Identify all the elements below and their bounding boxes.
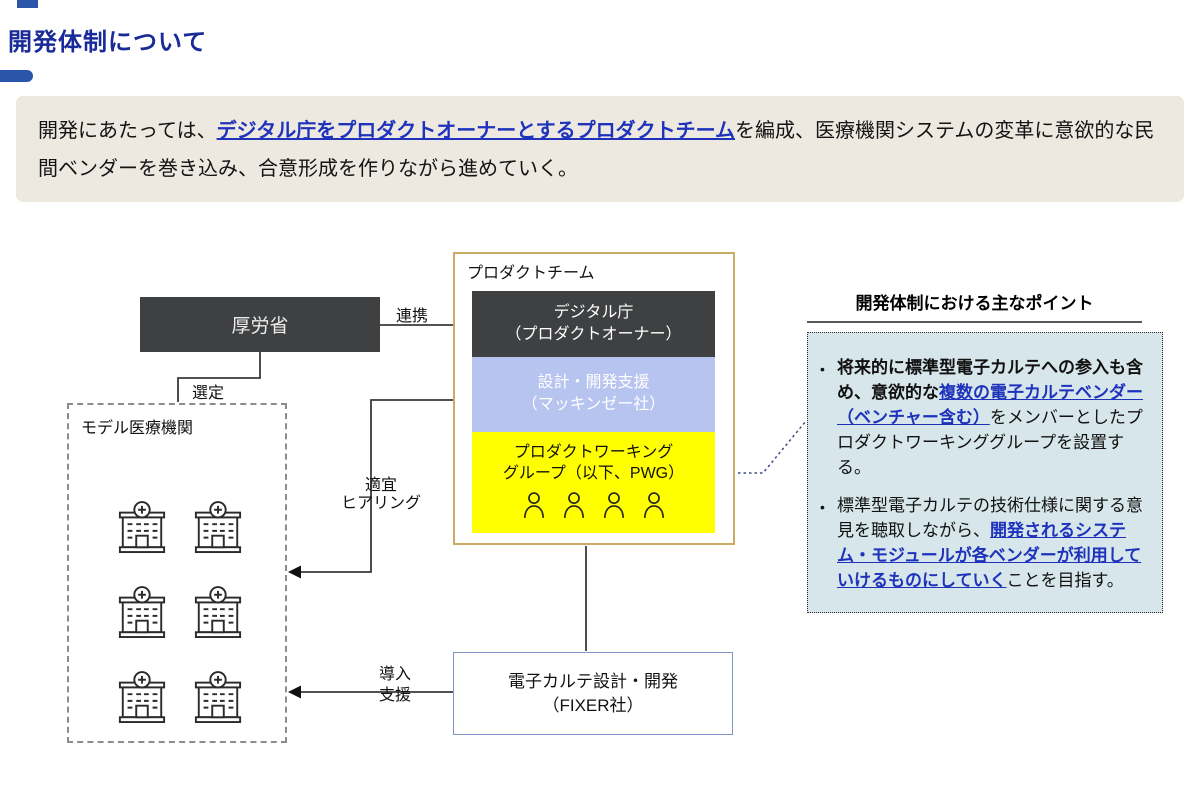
hospital-building-icon: [193, 671, 243, 730]
design-support-line2: （マッキンゼー社）: [521, 396, 666, 413]
bullet-emphasis-link: 開発されるシステム・モジュールが各ベンダーが利用していけるものにしていく: [837, 521, 1142, 590]
model-institutions-label: モデル医療機関: [81, 420, 194, 437]
digital-agency-line2: （プロダクトオーナー）: [505, 326, 682, 343]
point-bullet: • 将来的に標準型電子カルテへの参入も含め、意欲的な複数の電子カルテベンダー（ベン…: [820, 355, 1147, 480]
bullet-emphasis-link: 複数の電子カルテベンダー（ベンチャー含む）: [837, 383, 1143, 427]
bullet-marker: •: [820, 361, 825, 377]
pwg-line1: プロダクトワーキング: [513, 444, 674, 461]
bullet-text-segment: 標準型電子カルテの技術仕様に関する意見を聴取しながら、: [837, 496, 1143, 540]
arrowhead-donyu: [288, 685, 301, 699]
box-design-support: 設計・開発支援 （マッキンゼー社）: [472, 357, 715, 432]
hospital-grid: [117, 501, 243, 730]
hospital-building-icon: [193, 586, 243, 645]
points-box: • 将来的に標準型電子カルテへの参入も含め、意欲的な複数の電子カルテベンダー（ベン…: [807, 332, 1163, 613]
fixer-line2: （FIXER社）: [542, 695, 644, 715]
person-icon: [523, 491, 545, 525]
hospital-building-icon: [117, 501, 167, 560]
hospital-building-icon: [117, 586, 167, 645]
page-title: 開発体制について: [8, 29, 208, 56]
points-bullets: • 将来的に標準型電子カルテへの参入も含め、意欲的な複数の電子カルテベンダー（ベン…: [820, 355, 1147, 593]
edge-label-donyu: 導入 支援: [378, 666, 411, 704]
bullet-marker: •: [820, 499, 825, 515]
bullet-text-segment: をメンバーとしたプロダクトワーキンググループを設置する。: [837, 408, 1143, 477]
person-icon: [643, 491, 665, 525]
pwg-members-row: [472, 491, 715, 525]
product-team-title: プロダクトチーム: [467, 265, 595, 282]
person-icon: [603, 491, 625, 525]
lead-text-suffix: を編成、医療機関システムの変革に意欲的な民間ベンダーを巻き込み、合意形成を作りな…: [38, 120, 1155, 180]
box-pwg: プロダクトワーキング グループ（以下、PWG）: [472, 432, 715, 533]
point-bullet: • 標準型電子カルテの技術仕様に関する意見を聴取しながら、開発されるシステム・モジ…: [820, 493, 1147, 593]
box-mhlw: 厚労省: [140, 297, 380, 352]
hospital-building-icon: [193, 501, 243, 560]
digital-agency-line1: デジタル庁: [553, 304, 634, 321]
edge-label-sentei: 選定: [192, 385, 225, 402]
lead-text-prefix: 開発にあたっては、: [38, 120, 217, 142]
box-digital-agency: デジタル庁 （プロダクトオーナー）: [472, 291, 715, 357]
edge-label-renkei: 連携: [396, 308, 429, 325]
hospital-building-icon: [117, 671, 167, 730]
pwg-line2: グループ（以下、PWG）: [502, 465, 685, 482]
corner-accent-rect: [17, 0, 38, 8]
title-accent-dash: [0, 70, 33, 82]
lead-statement: 開発にあたっては、デジタル庁をプロダクトオーナーとするプロダクトチームを編成、医…: [16, 96, 1184, 202]
bullet-text-segment: 将来的に標準型電子カルテへの参入も含め、意欲的な: [837, 358, 1143, 402]
lead-emphasis-link: デジタル庁をプロダクトオーナーとするプロダクトチーム: [216, 120, 736, 142]
arrowhead-hearing: [288, 565, 301, 579]
mhlw-label: 厚労省: [231, 316, 289, 337]
design-support-line1: 設計・開発支援: [537, 374, 650, 391]
person-icon: [563, 491, 585, 525]
edge-label-hearing: 適宜 ヒアリング: [340, 477, 421, 512]
box-model-institutions: モデル医療機関: [67, 403, 287, 743]
points-title: 開発体制における主なポイント: [807, 289, 1142, 323]
fixer-line1: 電子カルテ設計・開発: [508, 671, 678, 691]
box-fixer: 電子カルテ設計・開発 （FIXER社）: [453, 652, 733, 735]
bullet-text-segment: ことを目指す。: [1006, 571, 1124, 590]
